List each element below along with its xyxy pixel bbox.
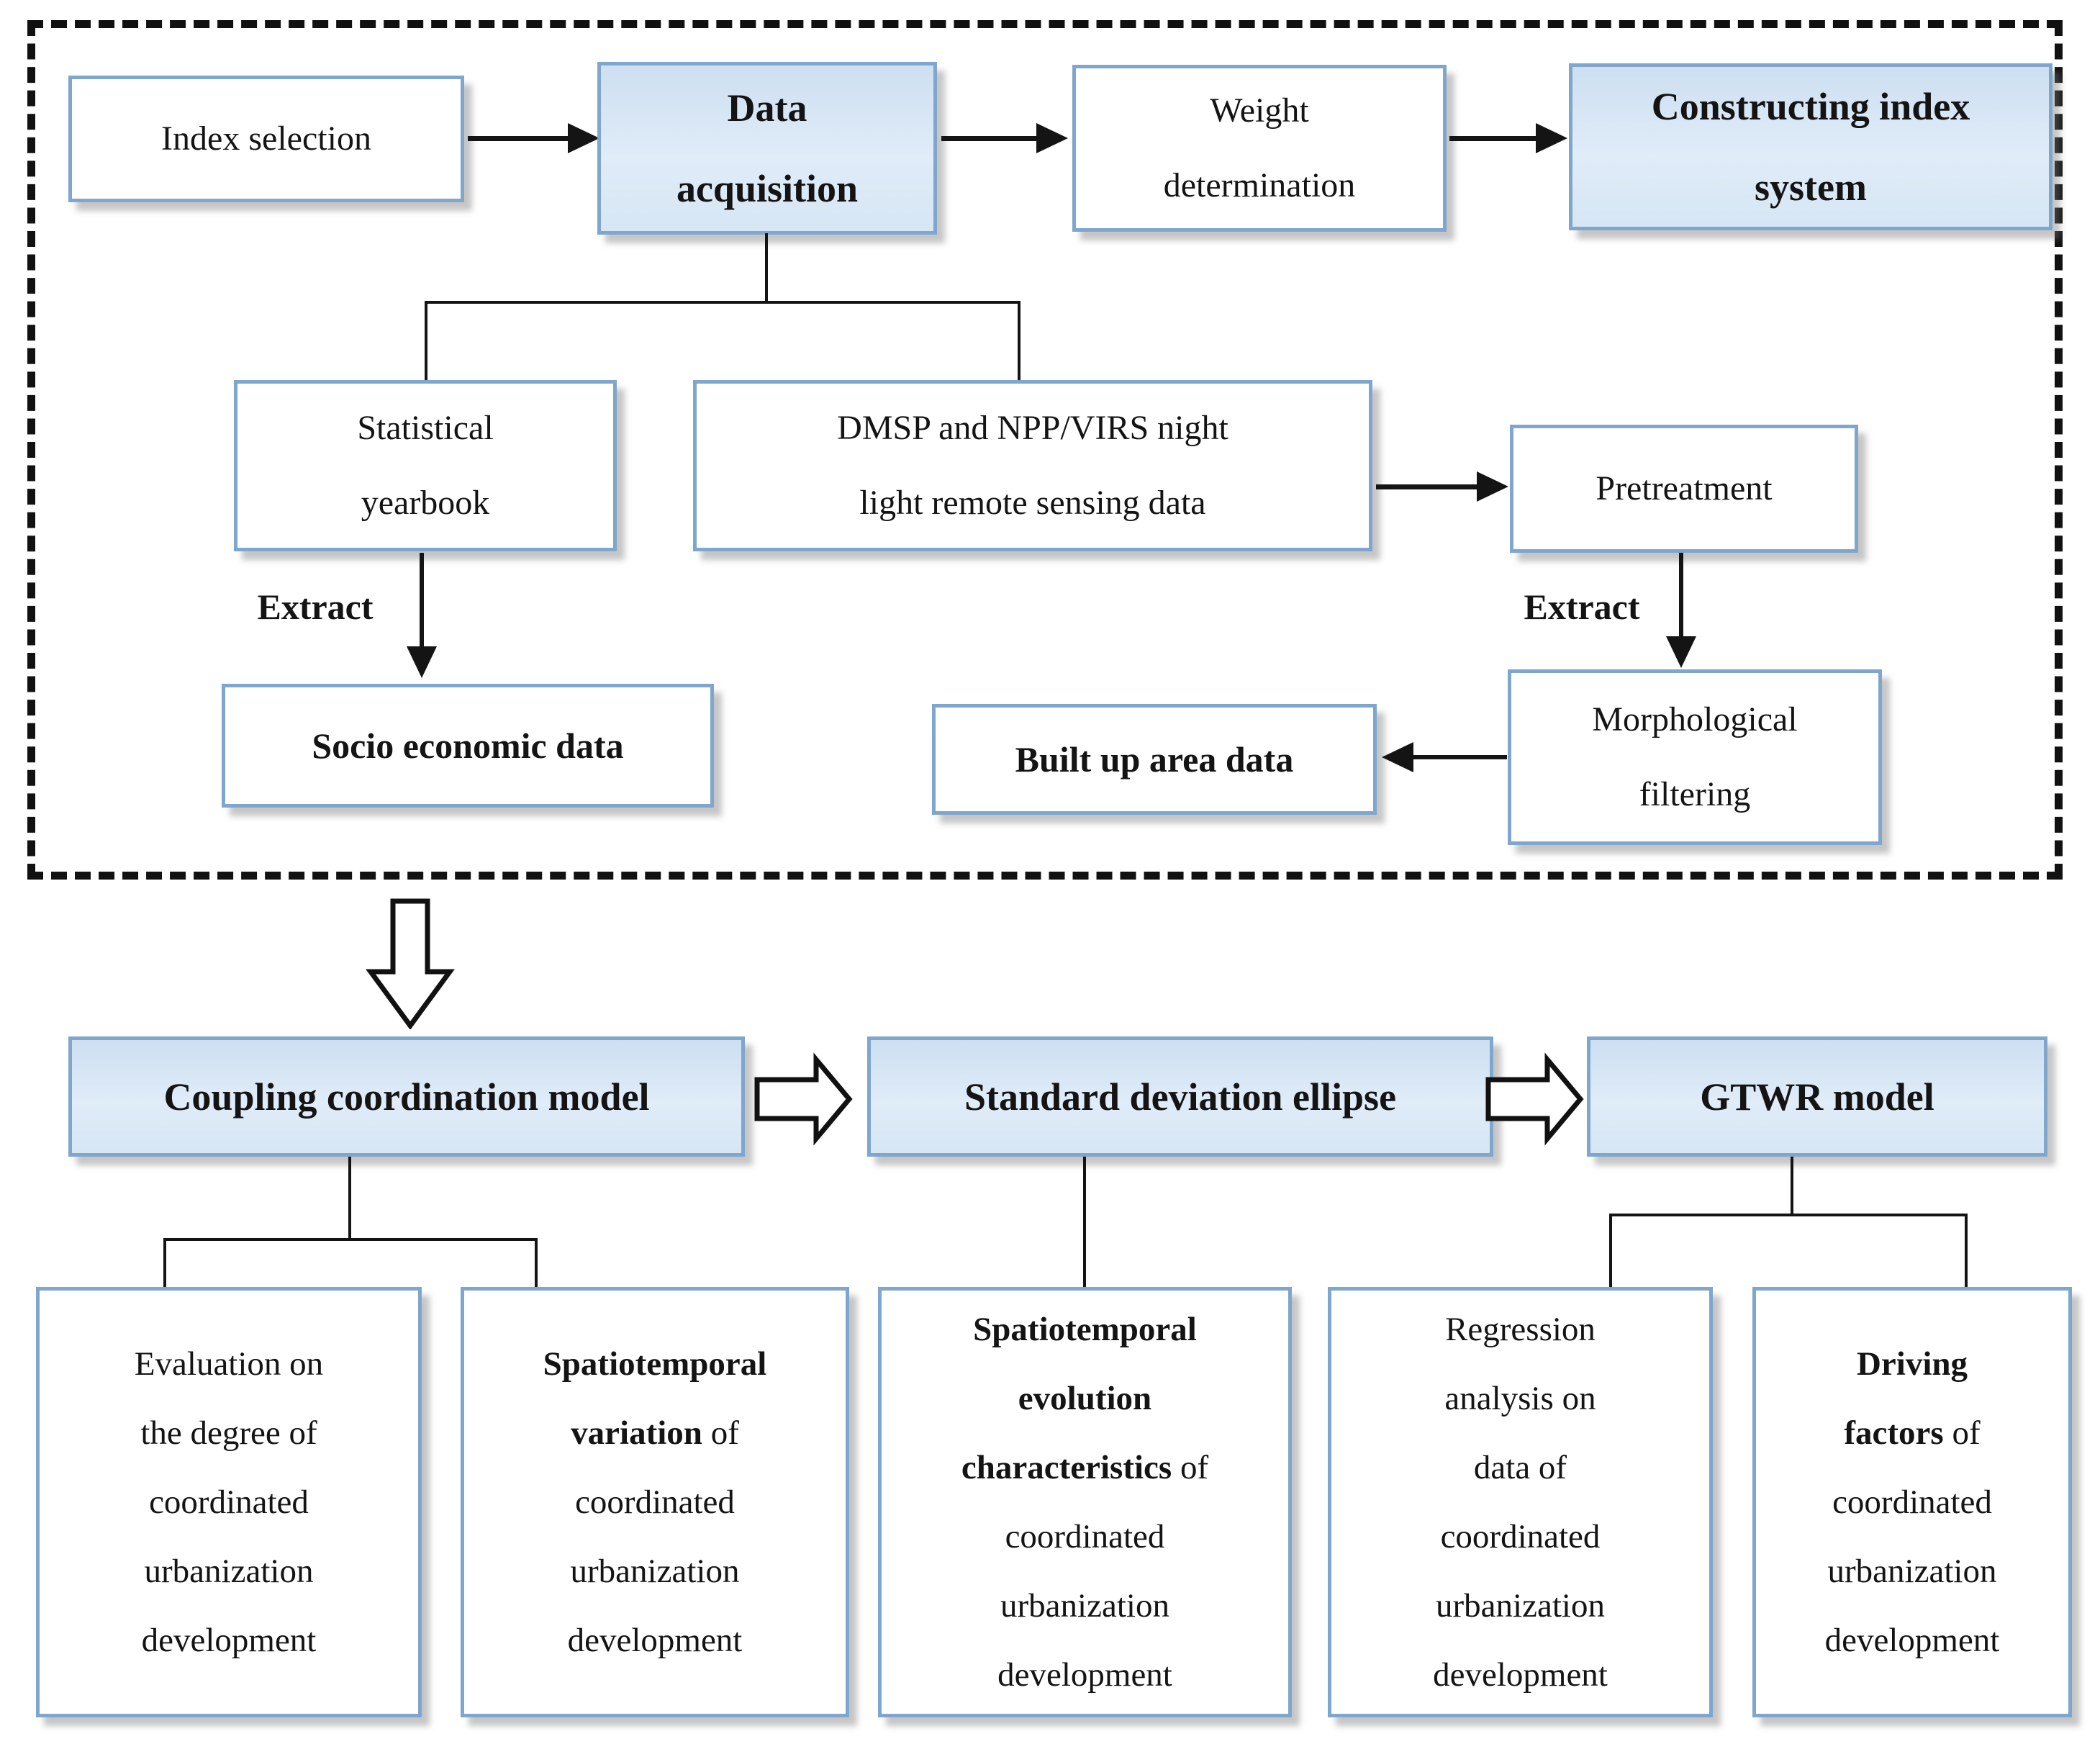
connector-drop-evaluation [163, 1238, 166, 1287]
extract-label-left: Extract [257, 587, 374, 627]
hollow-right-arrow-1 [754, 1052, 853, 1146]
box-gtwr-model: GTWR model [1587, 1036, 2047, 1157]
arrow-pretreatment-to-morphological-head [1666, 636, 1696, 668]
connector-gtwr-branch [1609, 1214, 1968, 1216]
arrow-index-to-data-head [568, 123, 599, 153]
hollow-down-arrow [366, 898, 455, 1029]
connector-dataacq-stem [765, 233, 768, 304]
arrow-data-to-weight-head [1036, 123, 1068, 153]
connector-drop-driving [1965, 1214, 1968, 1287]
arrow-pretreatment-to-morphological-stem [1679, 553, 1683, 638]
arrow-morphological-to-builtup-stem [1412, 755, 1507, 759]
data-preparation-frame [27, 20, 2063, 880]
connector-coupling-stem [348, 1157, 351, 1241]
connector-coupling-branch [163, 1238, 538, 1241]
hollow-right-arrow-2 [1485, 1052, 1584, 1146]
box-pretreatment: Pretreatment [1510, 425, 1858, 553]
connector-dataacq-branch [425, 301, 1020, 304]
arrow-weight-to-constructing-stem [1449, 136, 1539, 141]
box-standard-deviation-ellipse: Standard deviation ellipse [867, 1036, 1493, 1157]
connector-drop-dmsp [1018, 301, 1020, 381]
arrow-statistical-to-socio-head [407, 646, 437, 678]
arrow-data-to-weight-stem [941, 136, 1038, 141]
box-coupling-coordination-model: Coupling coordination model [68, 1036, 745, 1157]
box-index-selection: Index selection [68, 76, 464, 202]
arrow-morphological-to-builtup-head [1382, 742, 1413, 772]
box-built-up-area-data: Built up area data [932, 704, 1377, 815]
connector-drop-statistical [425, 301, 427, 381]
arrow-index-to-data-stem [468, 136, 572, 141]
box-socio-economic-data: Socio economic data [222, 684, 714, 808]
connector-drop-regression [1609, 1214, 1612, 1287]
arrow-dmsp-to-pretreatment-stem [1376, 484, 1481, 489]
arrow-statistical-to-socio-stem [420, 553, 424, 648]
connector-drop-variation [535, 1238, 538, 1287]
extract-label-right: Extract [1524, 587, 1640, 627]
arrow-weight-to-constructing-head [1536, 123, 1567, 153]
arrow-dmsp-to-pretreatment-head [1477, 471, 1508, 502]
connector-sde-stem [1083, 1157, 1086, 1287]
connector-gtwr-stem [1791, 1157, 1793, 1216]
